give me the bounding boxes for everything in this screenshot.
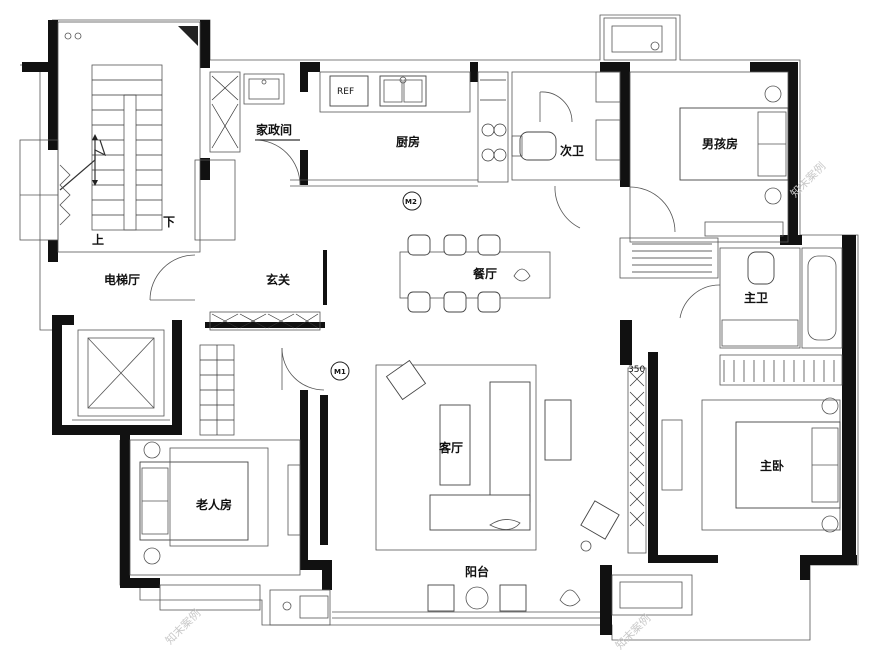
foyer-area: 玄关 <box>199 272 325 436</box>
walls <box>22 20 857 635</box>
boys-room-label: 男孩房 <box>702 136 738 151</box>
watermark-3: 知末案例 <box>612 611 653 652</box>
bath-door-swing <box>554 185 581 229</box>
kitchen-area: REF 家政间 厨房 <box>209 71 509 187</box>
master-bedroom-label: 主卧 <box>760 458 784 473</box>
elder-room: 老人房 <box>129 439 301 576</box>
watermark-2: 知末案例 <box>162 606 203 647</box>
fridge-label: REF <box>337 87 354 97</box>
stair-down-label: 下 <box>163 215 175 229</box>
service-balcony <box>603 17 677 61</box>
stair-up-label: 上 <box>92 232 104 247</box>
master-bathroom: 主卫 <box>619 237 843 386</box>
elder-room-label: 老人房 <box>196 497 232 512</box>
dining-area: 餐厅 <box>399 234 551 313</box>
stairwell: 上 下 <box>19 21 236 253</box>
master-bathroom-label: 主卫 <box>744 290 768 305</box>
master-bedroom: 主卧 <box>661 397 841 533</box>
kitchen-label: 厨房 <box>396 134 420 149</box>
housekeeping-room-label: 家政间 <box>256 122 292 137</box>
elevator-hall-label: 电梯厅 <box>104 272 140 287</box>
door-tag-m1-text: M1 <box>334 368 346 376</box>
window-column: 350 <box>627 365 647 554</box>
second-bathroom-label: 次卫 <box>560 143 584 158</box>
living-room-label: 客厅 <box>438 440 463 455</box>
balcony: 阳台 <box>159 564 693 626</box>
elevator-area: 电梯厅 <box>72 254 196 421</box>
second-bathroom: 次卫 <box>511 71 621 181</box>
dining-label: 餐厅 <box>473 266 497 281</box>
living-area: 客厅 <box>375 359 620 552</box>
door-tag-m1: M1 <box>330 361 350 381</box>
dimension-mark: 350 <box>628 365 645 375</box>
balcony-label: 阳台 <box>465 564 489 579</box>
door-tag-m2-text: M2 <box>405 198 417 206</box>
foyer-label: 玄关 <box>266 272 290 287</box>
boys-room: 男孩房 <box>629 71 789 243</box>
door-tag-m2: M2 <box>402 191 422 211</box>
